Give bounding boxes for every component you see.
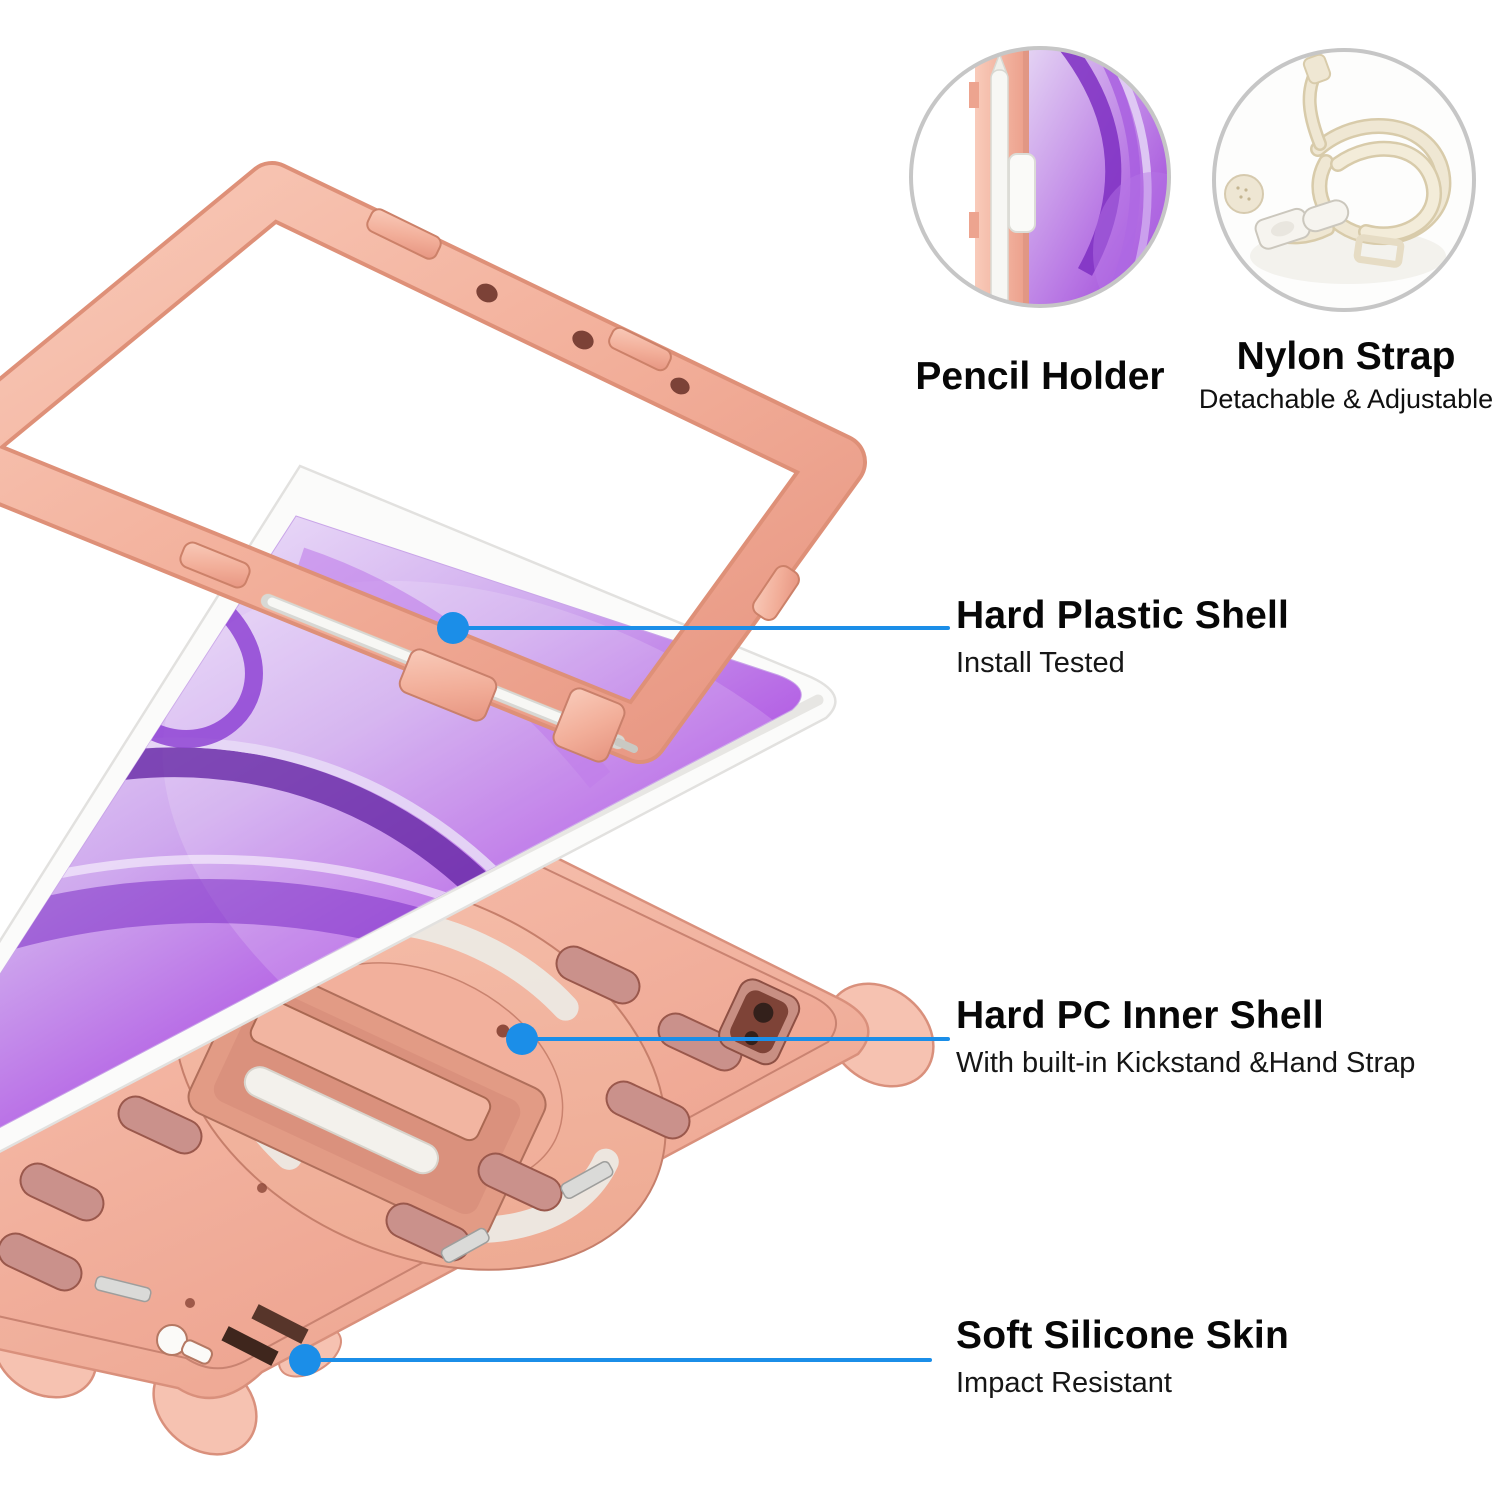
pivot-hole	[185, 1298, 195, 1308]
frame-screw-holes	[476, 283, 690, 395]
stylus-in-holder	[990, 51, 1009, 306]
pencil-holder-label-block: Pencil Holder	[860, 355, 1220, 398]
callout-soft-silicone-skin: Soft Silicone Skin Impact Resistant	[956, 1314, 1289, 1400]
shell-slot-cutouts	[0, 945, 743, 1292]
kickstand-recess	[187, 961, 547, 1241]
pc-inner-shell-layer	[0, 760, 837, 1370]
soft-silicone-skin-title: Soft Silicone Skin	[956, 1314, 1289, 1357]
inset-border	[1212, 48, 1476, 312]
speaker-keyhole-cutout	[156, 1324, 214, 1365]
hard-plastic-shell-title: Hard Plastic Shell	[956, 594, 1290, 637]
callout-hard-pc-inner-shell: Hard PC Inner Shell With built-in Kickst…	[956, 994, 1416, 1080]
pencil-holder-label: Pencil Holder	[915, 355, 1165, 398]
hard-plastic-shell-subtitle: Install Tested	[956, 646, 1125, 679]
soft-silicone-skin-subtitle: Impact Resistant	[956, 1366, 1172, 1399]
plastic-frame-layer	[0, 161, 867, 764]
hard-pc-inner-shell-title: Hard PC Inner Shell	[956, 994, 1324, 1037]
callout-dot-hard-plastic-shell	[437, 612, 469, 644]
inset-border	[909, 46, 1171, 308]
strap-button-pad	[1224, 174, 1264, 214]
grate-cutout	[251, 1304, 309, 1344]
callout-dot-hard-pc-inner-shell	[506, 1023, 538, 1055]
callout-dot-soft-silicone-skin	[289, 1344, 321, 1376]
nylon-strap-closeup	[1214, 50, 1474, 310]
strap-adjuster-slider	[1353, 234, 1405, 268]
nylon-strap-sublabel: Detachable & Adjustable	[1198, 383, 1494, 414]
port-openings	[94, 1160, 614, 1303]
callout-line-hard-plastic-shell	[452, 626, 950, 630]
strap-end-tab	[1302, 53, 1332, 85]
holder-bracket	[1008, 153, 1036, 233]
nylon-strap-label: Nylon Strap	[1236, 335, 1456, 378]
grate-cutout	[221, 1326, 279, 1366]
nylon-strap-label-block: Nylon Strap Detachable & Adjustable	[1160, 335, 1500, 415]
hand-strap-slot	[243, 1066, 439, 1175]
nylon-strap-inset-image	[1212, 48, 1476, 312]
pencil-holder-closeup	[911, 48, 1169, 306]
pencil-holder-inset-image	[909, 46, 1171, 308]
pivot-hole	[257, 1183, 267, 1193]
callout-line-hard-pc-inner-shell	[520, 1037, 950, 1041]
frame-ring	[0, 165, 863, 760]
callout-hard-plastic-shell: Hard Plastic Shell Install Tested	[956, 594, 1290, 680]
strap-buckle	[1254, 199, 1350, 250]
pencil-holder-clips	[398, 648, 626, 763]
hard-pc-inner-shell-subtitle: With built-in Kickstand &Hand Strap	[956, 1046, 1416, 1079]
callout-line-soft-silicone-skin	[304, 1358, 932, 1362]
frame-tabs	[179, 208, 800, 621]
